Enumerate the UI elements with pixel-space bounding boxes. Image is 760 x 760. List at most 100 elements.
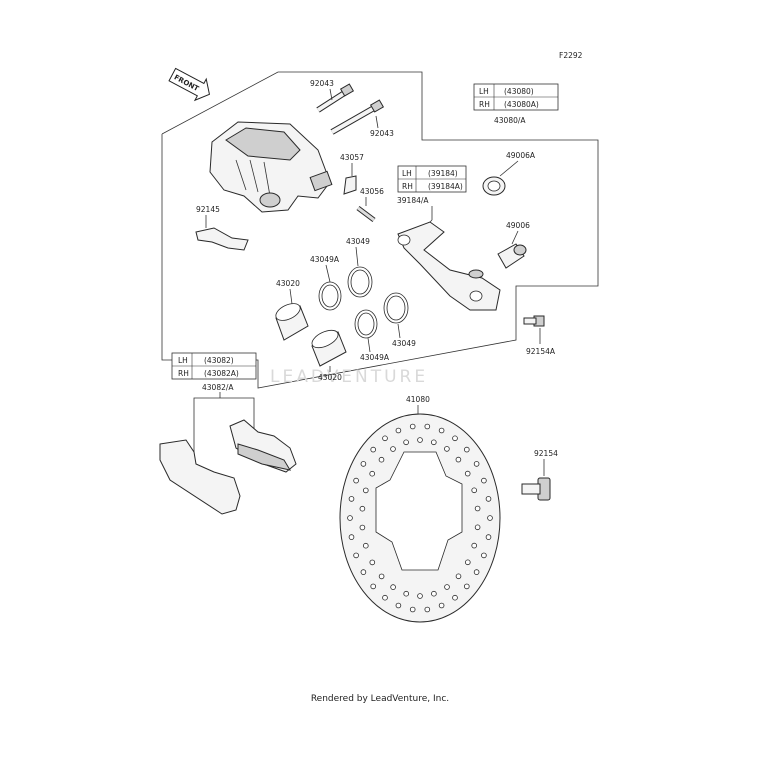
label-41080: 41080 [406, 395, 430, 404]
front-arrow-icon: FRONT [168, 67, 210, 102]
label-49006a: 49006A [506, 151, 536, 160]
disc-hole [430, 439, 437, 446]
label-43056: 43056 [360, 187, 384, 196]
disc-hole [362, 487, 369, 494]
disc-hole [395, 427, 402, 434]
disc-hole [444, 584, 450, 590]
disc-hole [417, 593, 423, 599]
brake-pad-right-part [229, 419, 297, 473]
disc-hole [360, 569, 367, 575]
svg-text:RH: RH [178, 369, 189, 378]
disc-hole [471, 542, 478, 549]
disc-hole [455, 573, 462, 580]
disc-hole [487, 515, 493, 521]
brake-pad-left-part [159, 439, 241, 515]
disc-hole [464, 559, 471, 566]
disc-hole [481, 477, 487, 484]
disc-hole [382, 435, 388, 442]
caliper-bracket-part [397, 221, 501, 311]
svg-text:RH: RH [402, 182, 413, 191]
disc-hole [390, 446, 396, 452]
bleed-valve-b [330, 99, 385, 135]
disc-hole [353, 552, 359, 559]
disc-hole [409, 606, 416, 613]
label-43020-left: 43020 [276, 279, 300, 288]
piston-left-part [275, 303, 309, 341]
caliper-assembly-label: 43080/A [494, 116, 526, 125]
svg-text:(39184A): (39184A) [428, 182, 463, 191]
brake-disc-part [339, 413, 501, 623]
disc-hole [464, 470, 471, 477]
disc-hole [370, 446, 377, 453]
disc-hole [485, 496, 492, 502]
caliper-body [209, 121, 333, 213]
label-43049-bottom: 43049 [392, 339, 416, 348]
svg-text:LH: LH [479, 87, 489, 96]
svg-text:(39184): (39184) [428, 169, 458, 178]
disc-hole [473, 569, 480, 575]
footer-text: Rendered by LeadVenture, Inc. [310, 694, 450, 704]
disc-hole [424, 423, 431, 430]
bleed-screw-part [356, 206, 376, 222]
disc-hole [452, 594, 458, 601]
svg-text:(43080A): (43080A) [504, 100, 539, 109]
piston-right-part [311, 329, 347, 367]
disc-hole [474, 524, 481, 531]
disc-bolt-part [521, 477, 551, 501]
disc-hole [403, 590, 410, 597]
svg-text:LH: LH [402, 169, 412, 178]
bracket-label: 39184/A [397, 196, 429, 205]
pad-spring-part [195, 227, 249, 251]
disc-hole [417, 437, 423, 443]
svg-text:(43082A): (43082A) [204, 369, 239, 378]
disc-hole [378, 573, 385, 580]
disc-hole [463, 446, 470, 453]
cap-part [343, 175, 357, 195]
label-92154: 92154 [534, 449, 558, 458]
label-43057: 43057 [340, 153, 364, 162]
disc-hole [471, 487, 478, 494]
disc-hole [444, 446, 450, 452]
pads-table: LH (43082) RH (43082A) 43082/A [171, 352, 257, 452]
disc-hole [473, 461, 480, 467]
label-92043-a: 92043 [310, 79, 334, 88]
bracket-table: LH (39184) RH (39184A) 39184/A [397, 165, 467, 233]
disc-hole [359, 505, 366, 512]
disc-holes [347, 423, 493, 613]
disc-hole [359, 524, 366, 531]
svg-text:(43082): (43082) [204, 356, 234, 365]
disc-hole [452, 435, 458, 442]
label-92043-b: 92043 [370, 129, 394, 138]
svg-text:RH: RH [479, 100, 490, 109]
label-92154a: 92154A [526, 347, 556, 356]
disc-hole [390, 584, 396, 590]
disc-hole [362, 542, 369, 549]
bracket-pin-part [497, 243, 527, 269]
disc-hole [438, 427, 445, 434]
disc-hole [369, 559, 376, 566]
caliper-assembly-outline [161, 71, 599, 389]
disc-hole [369, 470, 376, 477]
disc-hole [395, 602, 402, 609]
disc-hole [360, 461, 367, 467]
disc-hole [485, 534, 492, 540]
disc-hole [353, 477, 359, 484]
disc-hole [481, 552, 487, 559]
disc-hole [463, 583, 470, 590]
svg-text:(43080): (43080) [504, 87, 534, 96]
disc-hole [455, 456, 462, 463]
disc-hole [438, 602, 445, 609]
disc-hole [424, 606, 431, 613]
disc-hole [348, 534, 355, 540]
disc-hole [409, 423, 416, 430]
bracket-bolt-part [523, 315, 545, 327]
svg-text:LH: LH [178, 356, 188, 365]
figure-id: F2292 [559, 51, 583, 60]
caliper-table: LH (43080) RH (43080A) 43080/A [473, 83, 559, 125]
disc-hole [347, 515, 353, 521]
bracket-boot-part [482, 176, 506, 196]
disc-hole [378, 456, 385, 463]
disc-hole [348, 496, 355, 502]
label-92145: 92145 [196, 205, 220, 214]
